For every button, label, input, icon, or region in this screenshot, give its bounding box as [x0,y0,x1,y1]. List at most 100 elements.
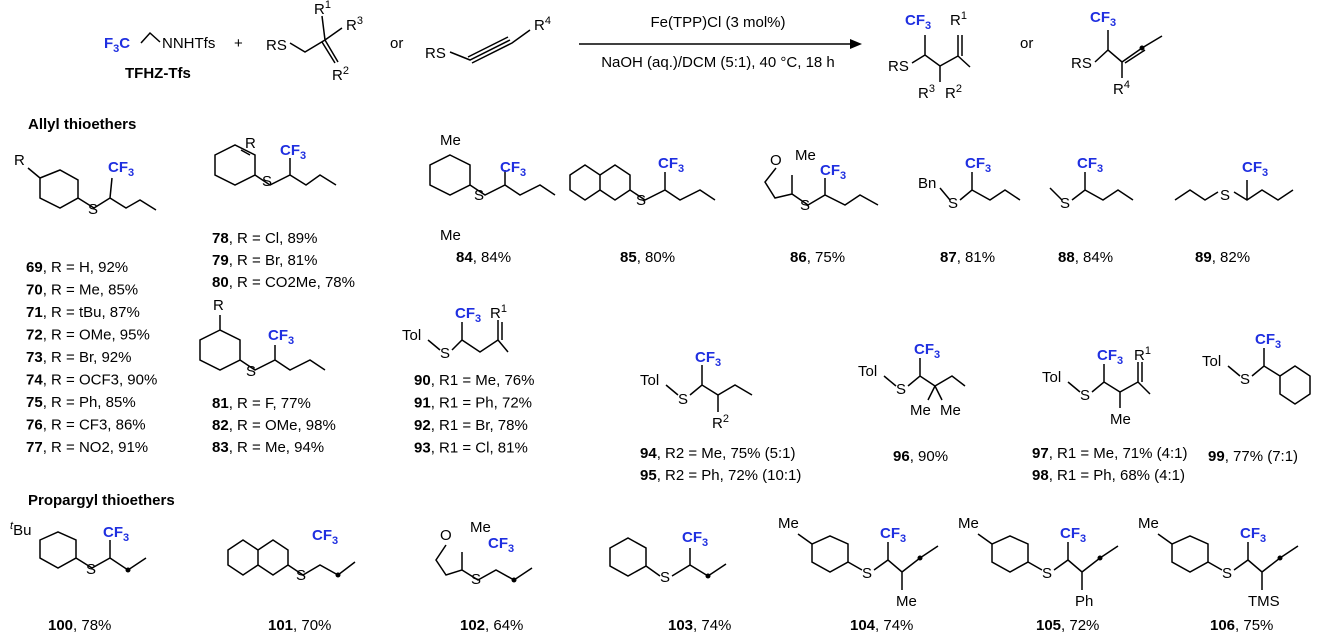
label-84: 84, 84% [456,249,511,266]
reaction-arrow: Fe(TPP)Cl (3 mol%) NaOH (aq.)/DCM (5:1),… [579,14,862,71]
structure-102: O Me S CF3 [435,519,533,588]
product-general-allyl: RS CF3 R1 R3 R2 [888,10,971,102]
section-allyl: Allyl thioethers [28,116,136,133]
label-105: 105, 72% [1036,617,1099,634]
structure-99: Tol S CF3 [1202,331,1311,405]
s81-s: S [246,363,256,380]
structure-84: Me Me S CF3 [429,132,556,244]
label-97: 97, R1 = Me, 71% (4:1) [1032,445,1188,462]
s90-s: S [440,345,450,362]
compound-labels: 69, R = H, 92%70, R = Me, 85%71, R = tBu… [26,230,1298,634]
sm-r1: R1 [314,0,331,18]
s69-s: S [88,201,98,218]
allyl-sulfide-sm: RS R1 R3 R2 [266,0,363,84]
prod2-cf3: CF3 [1090,9,1116,29]
structure-106: Me S CF3 TMS [1138,515,1299,610]
s97-cf3: CF3 [1097,347,1123,367]
s86-o: O [770,152,782,169]
structure-103: S CF3 [609,529,727,586]
structure-97-98: Tol S CF3 R1 Me [1042,345,1151,428]
label-106: 106, 75% [1210,617,1273,634]
s85-s: S [636,192,646,209]
s86-cf3: CF3 [820,162,846,182]
or-text-2: or [1020,35,1033,52]
reagent-nnhtfs: NNHTfs [162,35,215,52]
s104-me: Me [896,593,917,610]
s90-tol: Tol [402,327,421,344]
s106-me-top: Me [1138,515,1159,532]
label-85: 85, 80% [620,249,675,266]
structure-85: S CF3 [569,155,716,209]
s90-r1: R1 [490,303,507,322]
conditions-bottom: NaOH (aq.)/DCM (5:1), 40 °C, 18 h [601,54,835,71]
s78-cf3: CF3 [280,142,306,162]
s97-tol: Tol [1042,369,1061,386]
label-96: 96, 90% [893,448,948,465]
structure-104: Me S CF3 Me [778,515,939,610]
or-text-1: or [390,35,403,52]
s94-tol: Tol [640,372,659,389]
label-87: 87, 81% [940,249,995,266]
s96-me2: Me [940,402,961,419]
s87-cf3: CF3 [965,155,991,175]
plus-sign: + [234,35,243,52]
s69-r: R [14,152,25,169]
s94-r2: R2 [712,413,729,432]
label-70: 70, R = Me, 85% [26,282,138,299]
s96-cf3: CF3 [914,341,940,361]
label-94: 94, R2 = Me, 75% (5:1) [640,445,796,462]
s99-cf3: CF3 [1255,331,1281,351]
label-89: 89, 82% [1195,249,1250,266]
structure-88: S CF3 [1049,155,1134,212]
s78-s: S [262,173,272,190]
s88-s: S [1060,195,1070,212]
s102-o: O [440,527,452,544]
s69-cf3: CF3 [108,159,134,179]
s105-me-top: Me [958,515,979,532]
label-91: 91, R1 = Ph, 72% [414,395,532,412]
label-82: 82, R = OMe, 98% [212,417,336,434]
label-80: 80, R = CO2Me, 78% [212,274,355,291]
label-99: 99, 77% (7:1) [1208,448,1298,465]
structure-89: S CF3 [1174,159,1294,204]
prod2-r4: R4 [1113,79,1130,98]
label-77: 77, R = NO2, 91% [26,439,148,456]
label-74: 74, R = OCF3, 90% [26,372,157,389]
s102-s: S [471,571,481,588]
sm-r3: R3 [346,15,363,34]
s99-s: S [1240,371,1250,388]
label-78: 78, R = Cl, 89% [212,230,317,247]
conditions-top: Fe(TPP)Cl (3 mol%) [650,14,785,31]
s100-s: S [86,561,96,578]
structure-96: Tol S CF3 Me Me [858,341,966,419]
s100-tbu: tBu [10,520,31,539]
structure-81-83: R S CF3 [199,297,326,380]
s89-cf3: CF3 [1242,159,1268,179]
s103-s: S [660,569,670,586]
s106-s: S [1222,565,1232,582]
s94-cf3: CF3 [695,349,721,369]
s81-cf3: CF3 [268,327,294,347]
label-92: 92, R1 = Br, 78% [414,417,528,434]
prod-r3: R3 [918,83,935,102]
prod-r2: R2 [945,83,962,102]
label-83: 83, R = Me, 94% [212,439,324,456]
s106-tms: TMS [1248,593,1280,610]
reagent-label: TFHZ-Tfs [125,65,191,82]
structure-78-80: R S CF3 [214,135,337,190]
s100-cf3: CF3 [103,524,129,544]
label-100: 100, 78% [48,617,111,634]
prod-rs: RS [888,58,909,75]
structure-94-95: Tol S CF3 R2 [640,349,753,432]
s99-tol: Tol [1202,353,1221,370]
label-101: 101, 70% [268,617,331,634]
s105-s: S [1042,565,1052,582]
s102-cf3: CF3 [488,535,514,555]
s90-cf3: CF3 [455,305,481,325]
s86-s: S [800,197,810,214]
structure-87: Bn S CF3 [918,155,1021,212]
prod-cf3: CF3 [905,12,931,32]
s84-s: S [474,187,484,204]
s103-cf3: CF3 [682,529,708,549]
